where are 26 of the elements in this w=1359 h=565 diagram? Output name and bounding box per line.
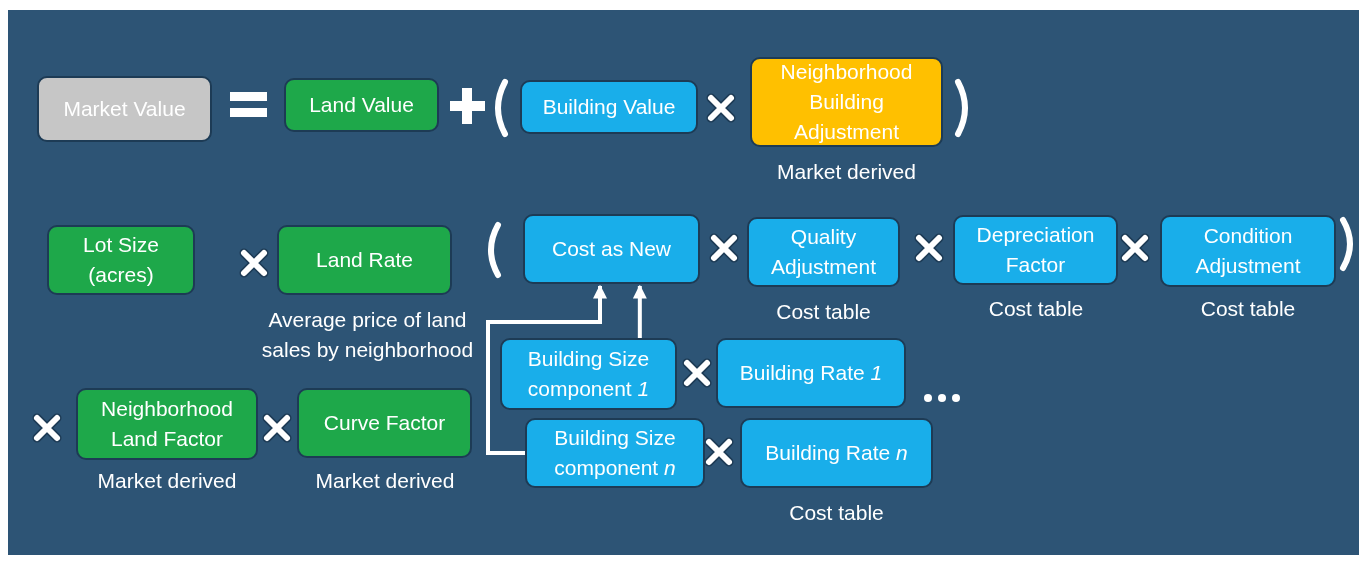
note-text: Average price of land sales by neighborhood — [260, 307, 475, 363]
note-text: Cost table — [788, 500, 885, 526]
building-factor-box: Building Value — [520, 80, 698, 134]
land-factor-box: Neighborhood Land Factor — [76, 388, 258, 460]
land-factor-box: Land Value — [284, 78, 439, 132]
building-factor-box: Building Size component 1 — [500, 338, 677, 410]
land-factor-box: Land Rate — [277, 225, 452, 295]
adjustment-box: Neighborhood Building Adjustment — [750, 57, 943, 147]
note-text: Market derived — [314, 468, 456, 494]
building-factor-box: Cost as New — [523, 214, 700, 284]
building-factor-box: Condition Adjustment — [1160, 215, 1336, 287]
land-factor-box: Lot Size (acres) — [47, 225, 195, 295]
note-text: Cost table — [1199, 296, 1297, 322]
building-factor-box: Building Rate 1 — [716, 338, 906, 408]
result-box: Market Value — [37, 76, 212, 142]
note-text: Market derived — [776, 159, 917, 185]
building-factor-box: Building Rate n — [740, 418, 933, 488]
building-factor-box: Building Size component n — [525, 418, 705, 488]
note-text: Cost table — [775, 299, 872, 325]
building-factor-box: Depreciation Factor — [953, 215, 1118, 285]
land-factor-box: Curve Factor — [297, 388, 472, 458]
building-factor-box: Quality Adjustment — [747, 217, 900, 287]
note-text: Market derived — [96, 468, 238, 494]
note-text: Cost table — [987, 296, 1085, 322]
arrow — [486, 284, 607, 455]
arrow — [632, 284, 647, 338]
